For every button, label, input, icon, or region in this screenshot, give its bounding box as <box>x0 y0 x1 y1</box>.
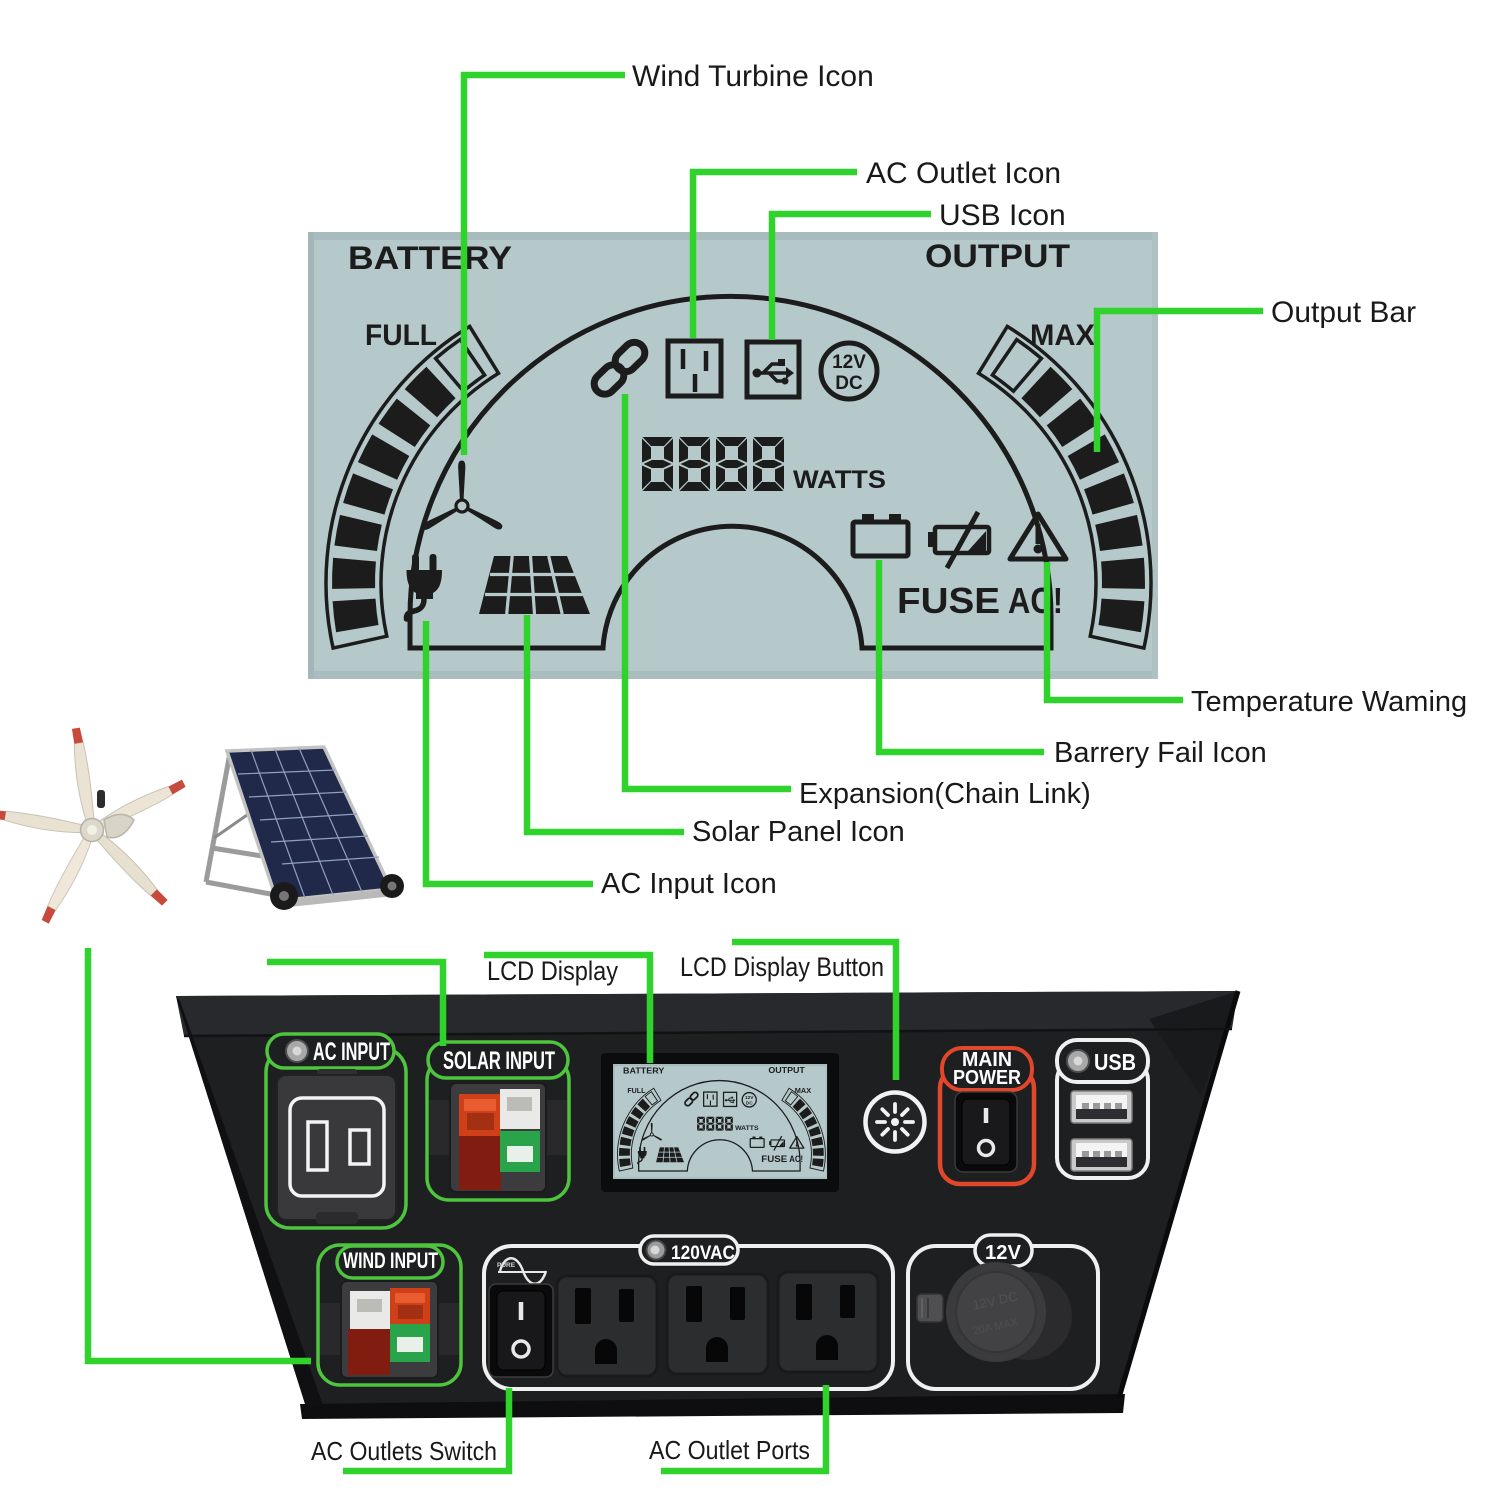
svg-text:PURE: PURE <box>497 1262 516 1269</box>
svg-text:POWER: POWER <box>953 1067 1021 1089</box>
svg-text:Wind Turbine Icon: Wind Turbine Icon <box>632 60 874 93</box>
svg-text:WIND INPUT: WIND INPUT <box>343 1248 438 1273</box>
svg-text:USB: USB <box>1094 1049 1136 1075</box>
svg-text:Barrery Fail Icon: Barrery Fail Icon <box>1054 737 1267 769</box>
svg-text:Solar Panel Icon: Solar Panel Icon <box>692 816 905 848</box>
svg-text:12V: 12V <box>985 1242 1022 1264</box>
svg-text:LCD Display Button: LCD Display Button <box>680 952 884 982</box>
svg-text:AC Input Icon: AC Input Icon <box>601 868 777 900</box>
svg-text:AC Outlets Switch: AC Outlets Switch <box>311 1436 497 1466</box>
svg-text:USB Icon: USB Icon <box>939 199 1066 232</box>
svg-text:AC Outlet Ports: AC Outlet Ports <box>649 1435 810 1465</box>
svg-text:SOLAR INPUT: SOLAR INPUT <box>443 1047 555 1075</box>
svg-text:AC Outlet Icon: AC Outlet Icon <box>866 157 1061 190</box>
svg-text:Output Bar: Output Bar <box>1271 296 1416 329</box>
svg-text:LCD Display: LCD Display <box>487 956 619 986</box>
svg-text:AC INPUT: AC INPUT <box>313 1038 390 1066</box>
svg-text:Expansion(Chain Link): Expansion(Chain Link) <box>799 778 1091 810</box>
svg-text:MAIN: MAIN <box>962 1049 1012 1071</box>
svg-text:120VAC: 120VAC <box>671 1243 735 1264</box>
svg-text:Temperature Waming: Temperature Waming <box>1191 686 1467 718</box>
